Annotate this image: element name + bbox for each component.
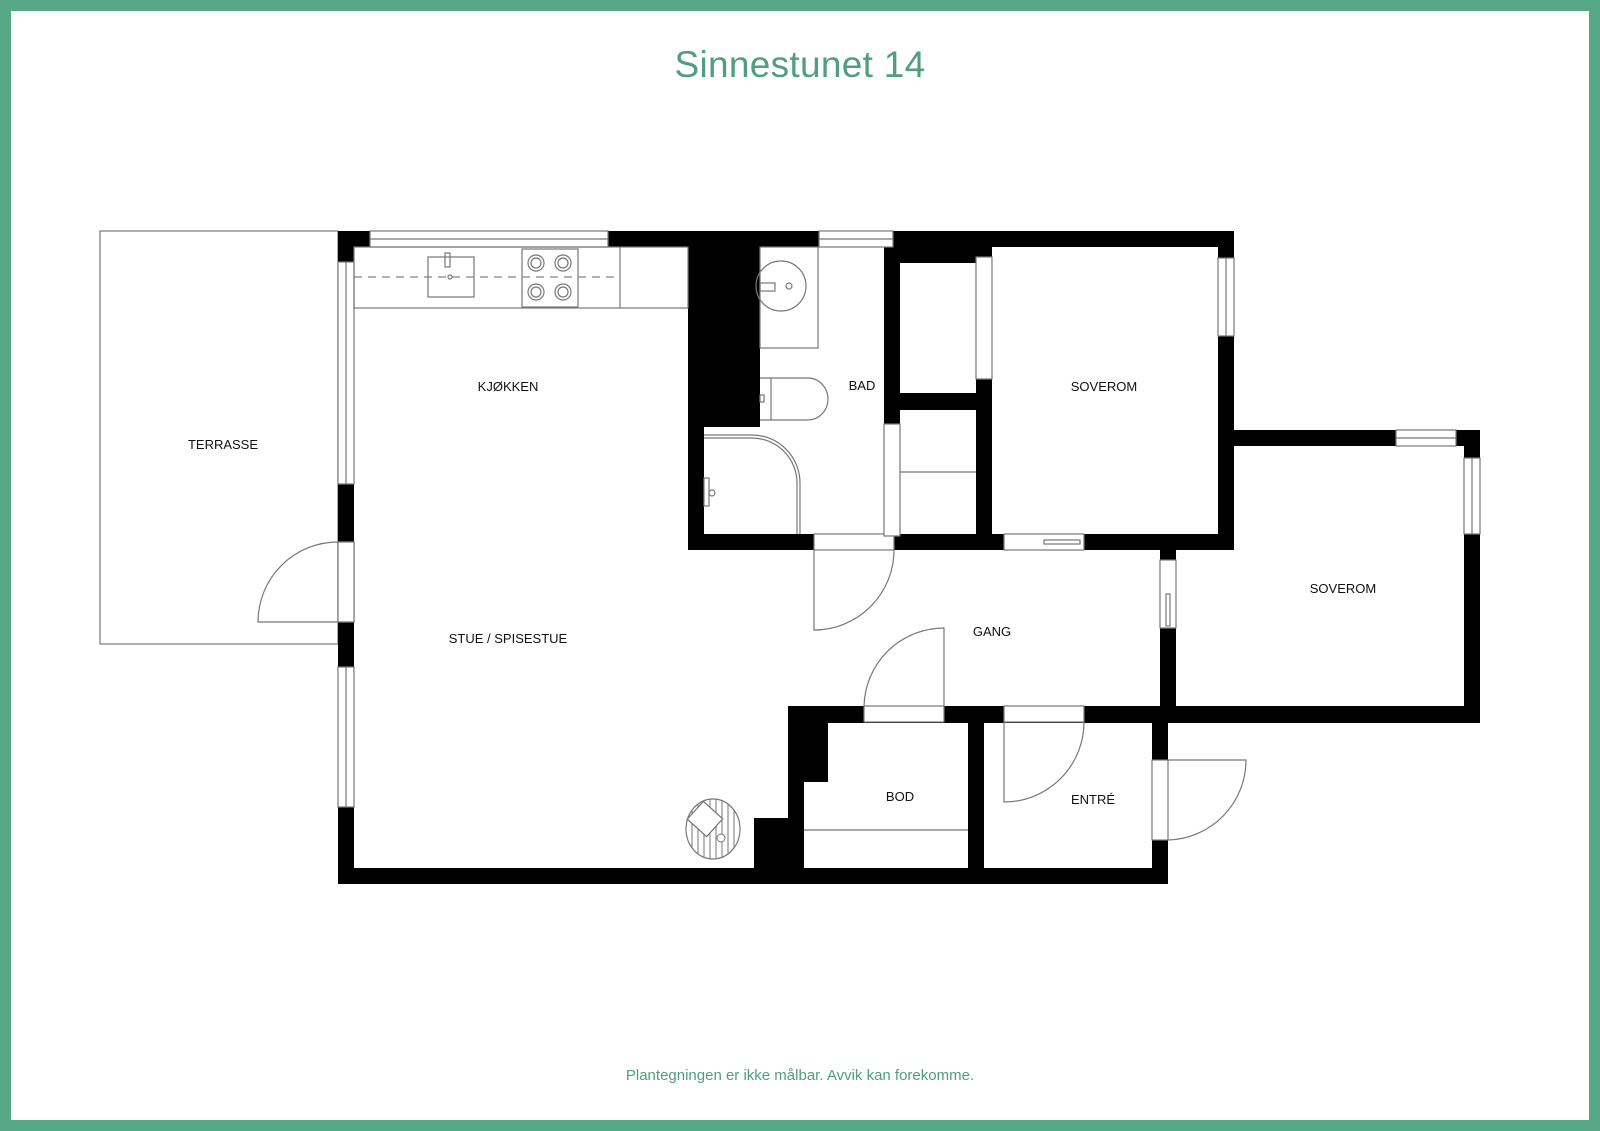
room-label-gang: GANG <box>973 624 1011 639</box>
room-labels: TERRASSE KJØKKEN BAD SOVEROM SOVEROM STU… <box>188 378 1376 807</box>
walls <box>338 231 1480 884</box>
closet-shelves <box>804 471 976 831</box>
toilet-icon <box>759 377 829 421</box>
bathroom-sink-icon <box>755 246 819 349</box>
doors <box>257 256 1247 841</box>
room-label-stue: STUE / SPISESTUE <box>449 631 568 646</box>
room-label-kjokken: KJØKKEN <box>478 379 539 394</box>
room-label-entre: ENTRÉ <box>1071 792 1115 807</box>
shower-icon <box>703 434 801 534</box>
room-label-bad: BAD <box>849 378 876 393</box>
page-title: Sinnestunet 14 <box>674 44 926 85</box>
kitchen-sink-icon <box>427 252 475 298</box>
kitchen-counter <box>353 246 689 309</box>
fireplace-icon <box>685 798 741 860</box>
room-label-soverom-1: SOVEROM <box>1071 379 1137 394</box>
room-label-terrasse: TERRASSE <box>188 437 258 452</box>
room-label-bod: BOD <box>886 789 914 804</box>
room-label-soverom-2: SOVEROM <box>1310 581 1376 596</box>
disclaimer-text: Plantegningen er ikke målbar. Avvik kan … <box>625 1067 975 1084</box>
stove-icon <box>521 248 579 308</box>
